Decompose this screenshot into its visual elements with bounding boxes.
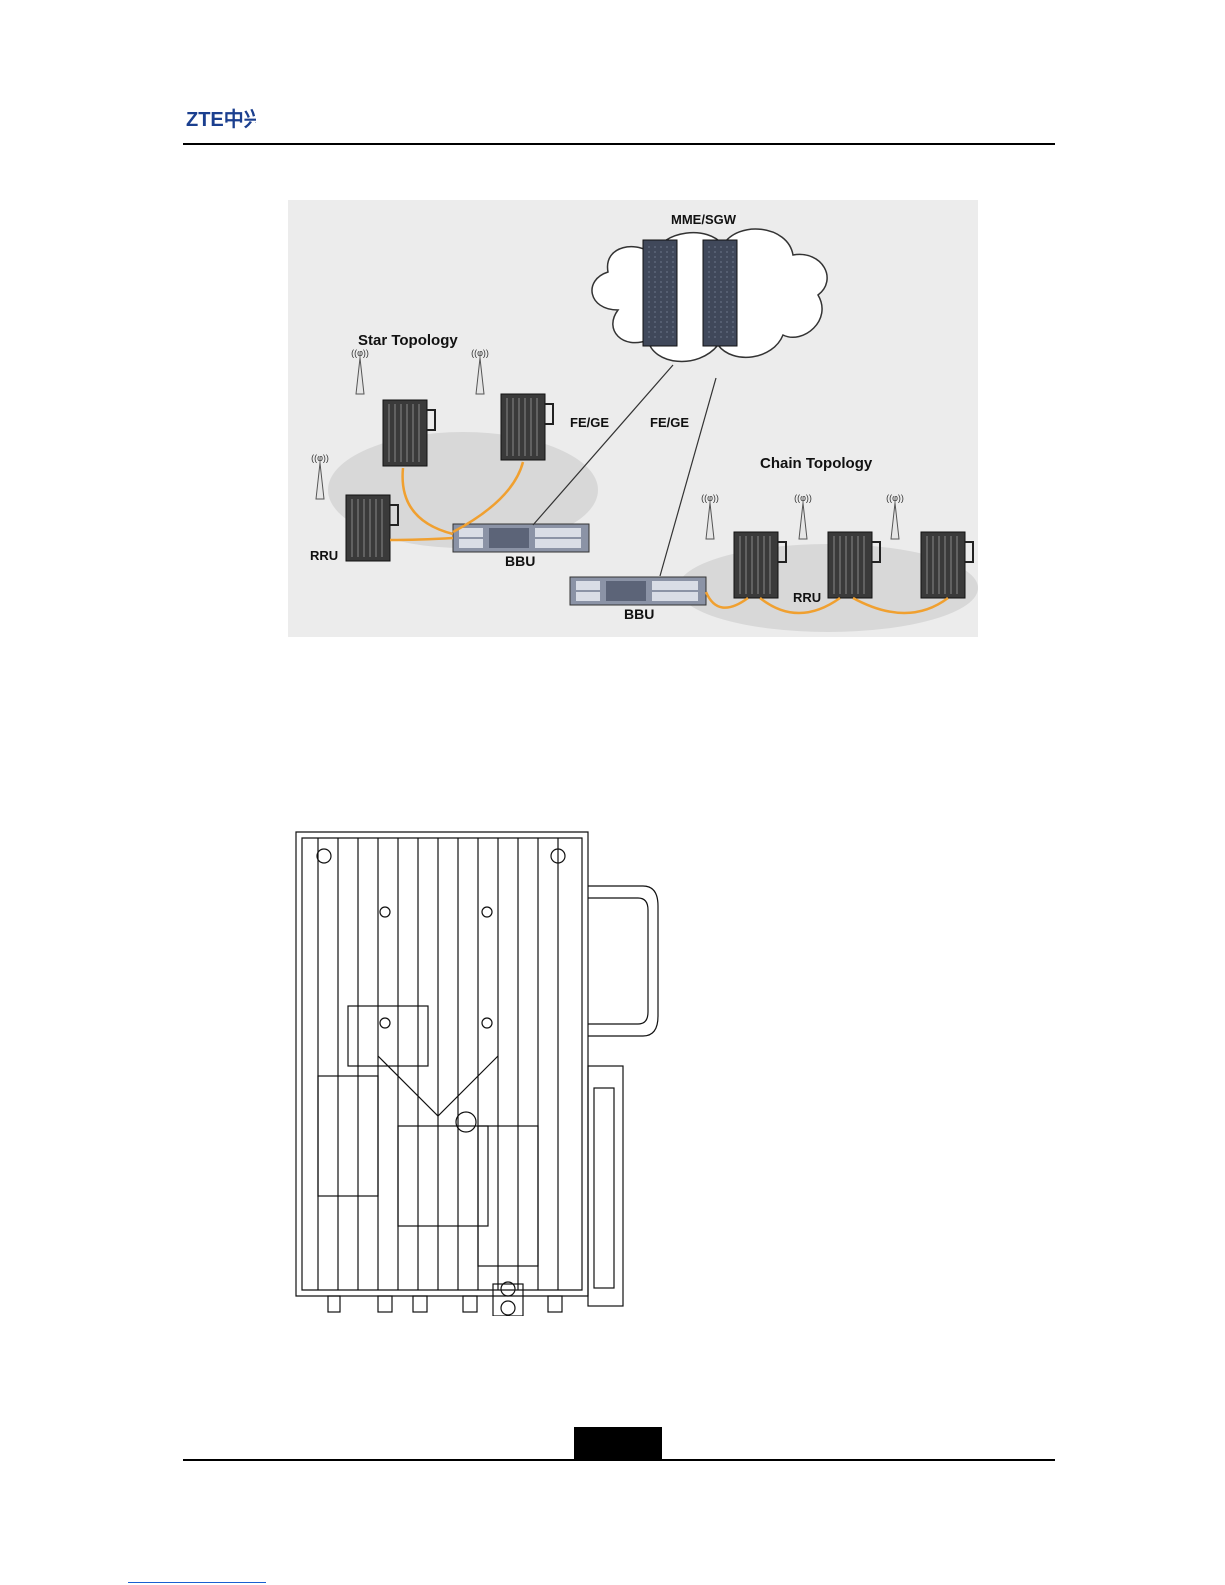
bbu-label: BBU <box>505 553 535 569</box>
rru-line-drawing <box>288 826 664 1316</box>
footer-rule <box>183 1459 1055 1461</box>
rru-label: RRU <box>310 548 338 563</box>
fe-ge-label: FE/GE <box>570 415 609 430</box>
topology-diagram: ((φ)) MME/SGW Star Topology RRU <box>288 200 978 637</box>
rru-unit <box>734 532 786 598</box>
bbu-label: BBU <box>624 606 654 622</box>
svg-text:ZTE中兴: ZTE中兴 <box>186 107 256 130</box>
rru-unit <box>501 394 553 460</box>
fe-ge-label: FE/GE <box>650 415 689 430</box>
bbu-unit <box>453 524 589 552</box>
chain-topology-label: Chain Topology <box>760 455 873 472</box>
rru-side-mount <box>588 1066 623 1306</box>
rru-label: RRU <box>793 590 821 605</box>
zte-logo: ZTE中兴 <box>186 106 256 130</box>
rru-unit <box>383 400 435 466</box>
header-rule <box>183 143 1055 145</box>
core-label: MME/SGW <box>671 212 737 227</box>
sgw-server-rack <box>703 240 737 346</box>
rru-unit <box>921 532 973 598</box>
star-topology-label: Star Topology <box>358 332 458 349</box>
rru-unit <box>346 495 398 561</box>
bbu-unit <box>570 577 706 605</box>
bottom-link-underline <box>128 1582 266 1583</box>
mme-server-rack <box>643 240 677 346</box>
page-number-box <box>574 1427 662 1460</box>
rru-unit <box>828 532 880 598</box>
